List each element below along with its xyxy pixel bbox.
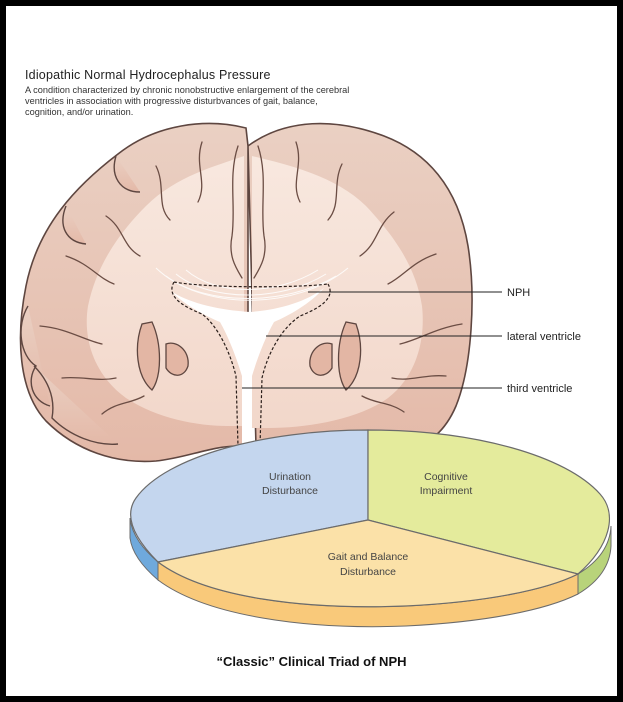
caption: “Classic” Clinical Triad of NPH [216,654,407,669]
pie-side-cognitive [577,525,612,595]
ventricles [172,288,324,446]
pie-slice-cognitive [367,429,611,575]
pie-slice-gait [156,519,580,608]
pie-label-urination-1: Urination [269,471,311,483]
label-third-ventricle: third ventricle [507,383,572,395]
pie-label-urination-2: Disturbance [262,485,318,497]
pie-label-cognitive-1: Cognitive [424,471,468,483]
label-nph: NPH [507,287,530,299]
pie-label-gait-2: Disturbance [340,566,396,578]
description: A condition characterized by chronic non… [25,85,350,118]
basal-ganglia [136,321,362,391]
illustration-canvas: NPH lateral ventricle third ventricle Ur… [6,6,617,696]
nph-outline [171,281,331,447]
pie-label-gait-1: Gait and Balance [328,551,409,563]
sulci [39,141,463,415]
page-title: Idiopathic Normal Hydrocephalus Pressure [25,68,271,82]
pie-slice-urination [129,429,369,563]
header: Idiopathic Normal Hydrocephalus Pressure… [25,68,355,119]
left-gyri [20,155,141,445]
brain-illustration: NPH lateral ventricle third ventricle Ur… [19,122,612,628]
triad-pie: Urination Disturbance Cognitive Impairme… [129,429,612,628]
pie-label-cognitive-2: Impairment [420,485,473,497]
label-lateral-ventricle: lateral ventricle [507,331,581,343]
leader-lines [242,291,502,389]
